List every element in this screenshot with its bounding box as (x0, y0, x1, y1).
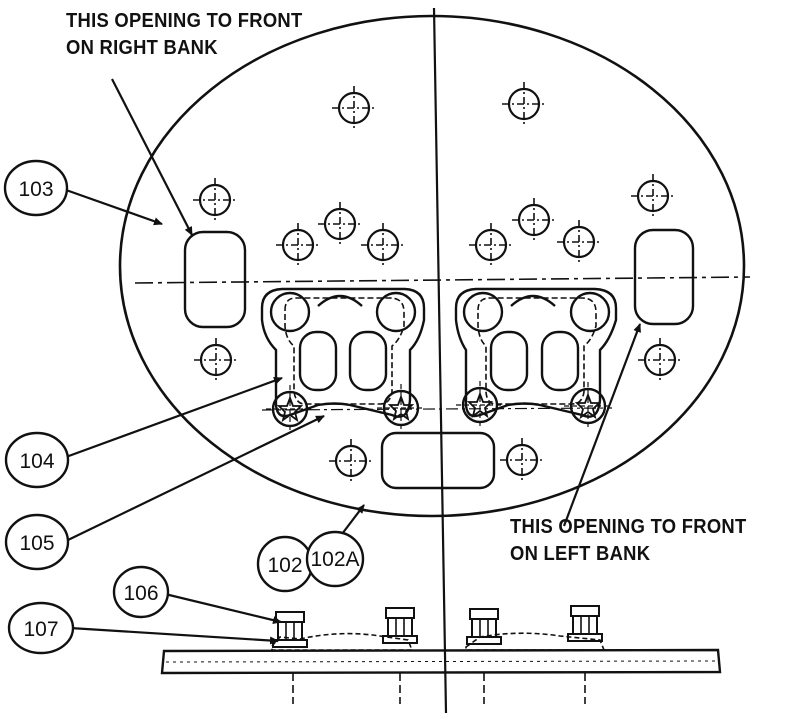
left-bank-note-line2: ON LEFT BANK (510, 543, 651, 565)
svg-text:105: 105 (19, 532, 54, 555)
leader-lines (65, 78, 642, 645)
left-port-cluster (260, 287, 426, 418)
svg-text:104: 104 (19, 450, 54, 473)
callout-103: 103 (3, 159, 69, 217)
svg-text:102A: 102A (310, 548, 359, 571)
svg-text:102: 102 (267, 554, 302, 577)
side-view-assembly (160, 605, 722, 704)
vertical-centerline (432, 7, 448, 713)
right-bank-note: THIS OPENING TO FRONT ON RIGHT BANK (66, 8, 302, 62)
callout-104: 104 (4, 431, 70, 489)
left-bank-opening (633, 228, 695, 326)
left-bank-note: THIS OPENING TO FRONT ON LEFT BANK (510, 514, 746, 568)
right-bank-note-line1: THIS OPENING TO FRONT (66, 10, 303, 32)
callout-106: 106 (112, 565, 170, 619)
stud-left-inner (375, 382, 427, 434)
right-bank-note-line2: ON RIGHT BANK (66, 37, 218, 59)
callout-102: 102 (256, 535, 314, 593)
left-bank-note-line1: THIS OPENING TO FRONT (510, 516, 747, 538)
stud-right-inner (454, 379, 506, 431)
callout-102a: 102A (305, 530, 365, 588)
svg-text:103: 103 (18, 178, 53, 201)
stud-right-outer (562, 380, 614, 432)
horizontal-centerline (134, 276, 751, 284)
callout-107: 107 (7, 601, 75, 655)
stud-left-outer (264, 383, 316, 435)
svg-text:106: 106 (123, 582, 158, 605)
bottom-opening (380, 431, 496, 490)
callout-105: 105 (4, 513, 70, 571)
gasket-outline (118, 14, 746, 518)
svg-text:107: 107 (23, 618, 58, 641)
right-bank-opening (183, 230, 247, 329)
